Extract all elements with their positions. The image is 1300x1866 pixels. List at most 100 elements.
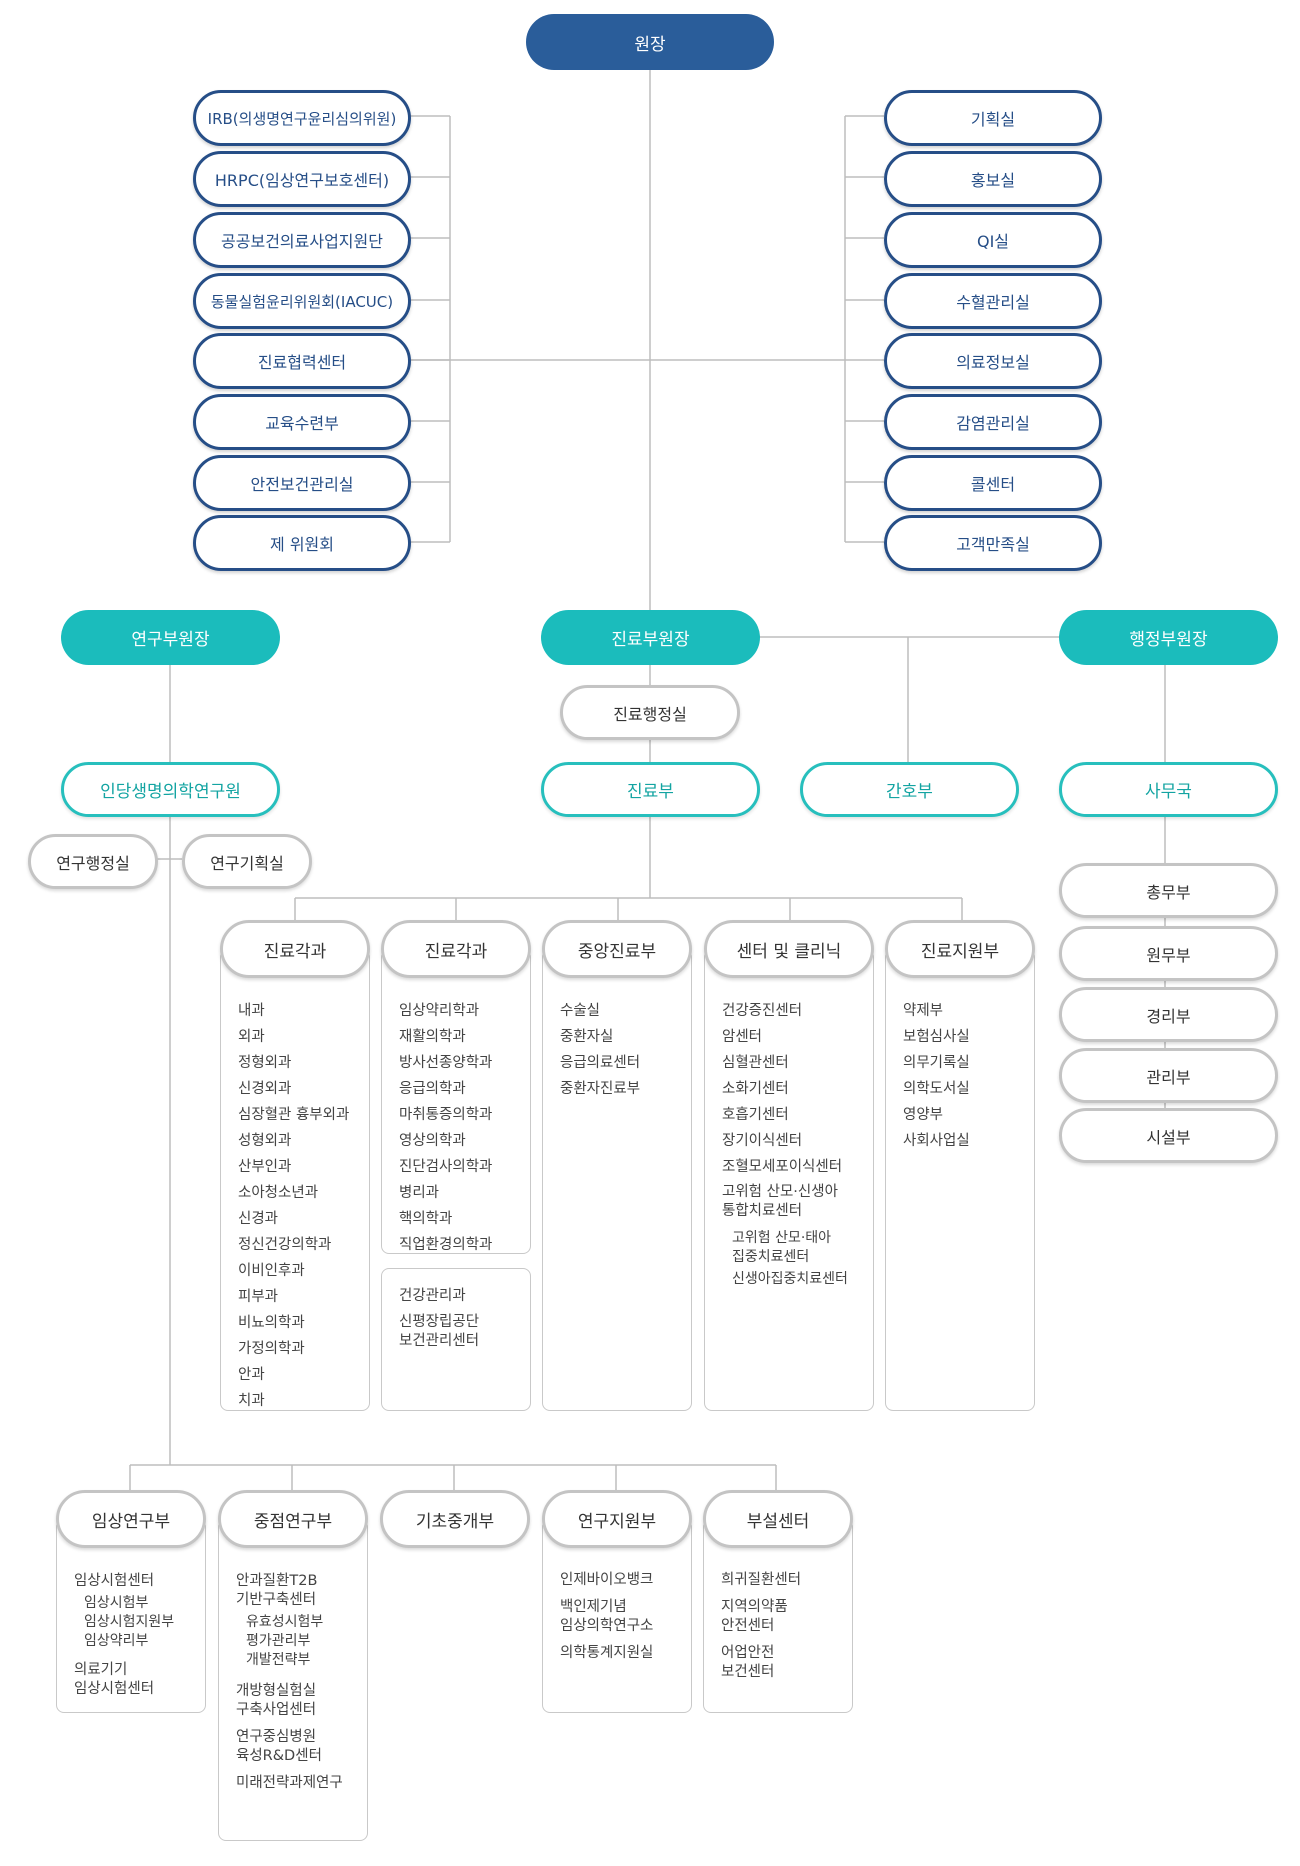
dept-label: 시설부 xyxy=(1146,1127,1191,1147)
office-medical-info[interactable]: 의료정보실 xyxy=(884,333,1102,389)
list-item: 성형외과 xyxy=(238,1133,292,1149)
column-body: 수술실 중환자실 응급의료센터 중환자진료부 xyxy=(542,949,692,1411)
division-nursing[interactable]: 간호부 xyxy=(800,762,1019,817)
dept-label: 원무부 xyxy=(1146,945,1191,965)
committee-misc[interactable]: 제 위원회 xyxy=(193,515,411,571)
list-item: 인제바이오뱅크 xyxy=(560,1572,654,1588)
office-label: 연구행정실 xyxy=(56,853,130,873)
office-transfusion[interactable]: 수혈관리실 xyxy=(884,273,1102,329)
list-item: 산부인과 xyxy=(238,1159,292,1175)
office-call-center[interactable]: 콜센터 xyxy=(884,455,1102,511)
list-item: 연구중심병원 육성R&D센터 xyxy=(236,1729,322,1764)
committee-label: 안전보건관리실 xyxy=(250,475,354,494)
list-item: 직업환경의학과 xyxy=(399,1237,493,1253)
column-header[interactable]: 연구지원부 xyxy=(542,1490,692,1548)
committee-education[interactable]: 교육수련부 xyxy=(193,394,411,450)
list-item: 내과 xyxy=(238,1003,265,1019)
list-item: 심혈관센터 xyxy=(722,1055,789,1071)
sub-item: 고위험 산모·태아 집중치료센터 xyxy=(732,1230,832,1265)
dept-management[interactable]: 관리부 xyxy=(1059,1048,1278,1103)
office-qi[interactable]: QI실 xyxy=(884,212,1102,268)
list-item: 심장혈관 흉부외과 xyxy=(238,1107,350,1123)
list-item: 진단검사의학과 xyxy=(399,1159,493,1175)
column-body: 내과 외과 정형외과 신경외과 심장혈관 흉부외과 성형외과 산부인과 소아청소… xyxy=(220,949,370,1411)
committee-referral-center[interactable]: 진료협력센터 xyxy=(193,333,411,389)
column-header[interactable]: 센터 및 클리닉 xyxy=(704,920,874,978)
division-label: 인당생명의학연구원 xyxy=(100,782,241,802)
list-item: 백인제기념 임상의학연구소 xyxy=(560,1599,654,1634)
dept-accounting[interactable]: 경리부 xyxy=(1059,987,1278,1042)
division-institute[interactable]: 인당생명의학연구원 xyxy=(61,762,280,817)
dept-general-affairs[interactable]: 총무부 xyxy=(1059,863,1278,918)
office-label: 감염관리실 xyxy=(956,414,1030,433)
committee-public-health[interactable]: 공공보건의료사업지원단 xyxy=(193,212,411,268)
list-item: 영양부 xyxy=(903,1107,944,1123)
column-basic-translational: 기초중개부 xyxy=(380,1490,530,1548)
list-item: 임상약리학과 xyxy=(399,1003,480,1019)
list-item: 건강증진센터 xyxy=(722,1003,803,1019)
column-body: 인제바이오뱅크 백인제기념 임상의학연구소 의학통계지원실 xyxy=(542,1519,692,1713)
column-body: 건강증진센터 암센터 심혈관센터 소화기센터 호흡기센터 장기이식센터 조혈모세… xyxy=(704,949,874,1411)
list-item: 소화기센터 xyxy=(722,1081,789,1097)
committee-label: HRPC(임상연구보호센터) xyxy=(214,171,390,190)
column-centers-clinics: 센터 및 클리닉 건강증진센터 암센터 심혈관센터 소화기센터 호흡기센터 장기… xyxy=(704,920,874,1411)
list-item: 이비인후과 xyxy=(238,1263,305,1279)
office-infection[interactable]: 감염관리실 xyxy=(884,394,1102,450)
office-label: 콜센터 xyxy=(970,475,1016,494)
dept-label: 총무부 xyxy=(1146,882,1191,902)
research-planning-office[interactable]: 연구기획실 xyxy=(182,834,312,889)
dept-facilities[interactable]: 시설부 xyxy=(1059,1108,1278,1163)
list-item: 가정의학과 xyxy=(238,1341,305,1357)
committee-irb[interactable]: IRB(의생명연구윤리심의위원) xyxy=(193,90,411,146)
committee-hrpc[interactable]: HRPC(임상연구보호센터) xyxy=(193,151,411,207)
division-medical[interactable]: 진료부 xyxy=(541,762,760,817)
vice-director-research[interactable]: 연구부원장 xyxy=(61,610,280,665)
list-item: 정신건강의학과 xyxy=(238,1237,332,1253)
medical-admin-office[interactable]: 진료행정실 xyxy=(560,685,740,740)
list-item: 신경외과 xyxy=(238,1081,292,1097)
list-item: 피부과 xyxy=(238,1289,279,1305)
column-research-support: 연구지원부 인제바이오뱅크 백인제기념 임상의학연구소 의학통계지원실 xyxy=(542,1490,692,1713)
office-customer[interactable]: 고객만족실 xyxy=(884,515,1102,571)
vice-director-label: 행정부원장 xyxy=(1129,630,1208,650)
dept-patient-affairs[interactable]: 원무부 xyxy=(1059,926,1278,981)
list-item: 의학통계지원실 xyxy=(560,1645,654,1661)
list-item: 중환자실 xyxy=(560,1029,614,1045)
office-planning[interactable]: 기획실 xyxy=(884,90,1102,146)
column-header[interactable]: 중점연구부 xyxy=(218,1490,368,1548)
sub-item: 임상시험부 임상시험지원부 임상약리부 xyxy=(84,1595,175,1649)
list-item: 안과질환T2B 기반구축센터 xyxy=(236,1573,318,1608)
list-item: 사회사업실 xyxy=(903,1133,970,1149)
column-header[interactable]: 임상연구부 xyxy=(56,1490,206,1548)
column-body: 약제부 보험심사실 의무기록실 의학도서실 영양부 사회사업실 xyxy=(885,949,1035,1411)
column-header[interactable]: 기초중개부 xyxy=(380,1490,530,1548)
list-item: 방사선종양학과 xyxy=(399,1055,493,1071)
column-header[interactable]: 진료지원부 xyxy=(885,920,1035,978)
committee-iacuc[interactable]: 동물실험윤리위원회(IACUC) xyxy=(193,273,411,329)
column-body: 임상시험센터 임상시험부 임상시험지원부 임상약리부 의료기기 임상시험센터 xyxy=(56,1519,206,1713)
list-item: 미래전략과제연구 xyxy=(236,1775,343,1791)
column-body: 임상약리학과 재활의학과 방사선종양학과 응급의학과 마취통증의학과 영상의학과… xyxy=(381,949,531,1254)
vice-director-medical[interactable]: 진료부원장 xyxy=(541,610,760,665)
list-item: 장기이식센터 xyxy=(722,1133,803,1149)
division-label: 사무국 xyxy=(1145,782,1192,802)
office-pr[interactable]: 홍보실 xyxy=(884,151,1102,207)
list-item: 건강관리과 xyxy=(399,1288,466,1304)
committee-label: 공공보건의료사업지원단 xyxy=(221,232,383,251)
dept-label: 경리부 xyxy=(1146,1006,1191,1026)
column-header[interactable]: 진료각과 xyxy=(381,920,531,978)
director-node[interactable]: 원장 xyxy=(526,14,774,70)
list-item: 암센터 xyxy=(722,1029,763,1045)
list-item: 안과 xyxy=(238,1367,265,1383)
column-header[interactable]: 부설센터 xyxy=(703,1490,853,1548)
research-admin-office[interactable]: 연구행정실 xyxy=(28,834,158,889)
column-affiliated-centers: 부설센터 희귀질환센터 지역의약품 안전센터 어업안전 보건센터 xyxy=(703,1490,853,1713)
director-label: 원장 xyxy=(634,34,666,55)
list-item: 비뇨의학과 xyxy=(238,1315,305,1331)
list-item: 응급의료센터 xyxy=(560,1055,641,1071)
division-secretariat[interactable]: 사무국 xyxy=(1059,762,1278,817)
column-header[interactable]: 진료각과 xyxy=(220,920,370,978)
committee-safety[interactable]: 안전보건관리실 xyxy=(193,455,411,511)
column-header[interactable]: 중앙진료부 xyxy=(542,920,692,978)
vice-director-admin[interactable]: 행정부원장 xyxy=(1059,610,1278,665)
